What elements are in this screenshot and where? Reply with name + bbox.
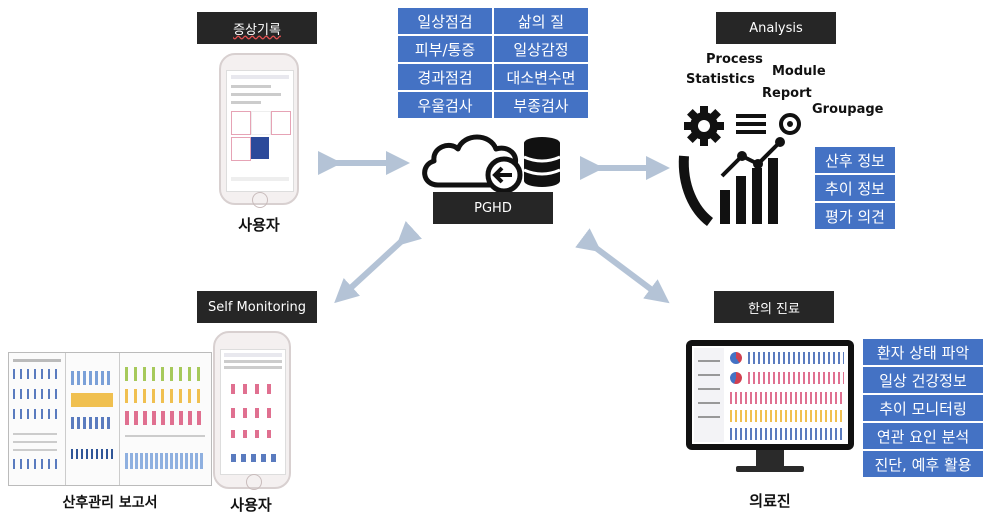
grid-item-1: 일상점검 bbox=[397, 7, 493, 35]
report-caption: 산후관리 보고서 bbox=[62, 495, 158, 511]
self-monitoring-label: Self Monitoring bbox=[197, 291, 317, 323]
term-process: Process bbox=[706, 52, 763, 67]
home-button bbox=[252, 192, 268, 208]
grid-item-4: 일상감정 bbox=[493, 35, 589, 63]
monitor-stand bbox=[756, 450, 784, 466]
clinic-item-4: 연관 요인 분석 bbox=[862, 422, 984, 450]
phone-screen bbox=[226, 70, 294, 192]
grid-item-2: 삶의 질 bbox=[493, 7, 589, 35]
analysis-label: Analysis bbox=[716, 12, 836, 44]
home-button-2 bbox=[246, 474, 262, 490]
analysis-item-2: 추이 정보 bbox=[814, 174, 896, 202]
phone-screen-2 bbox=[220, 349, 286, 475]
grid-item-5: 경과점검 bbox=[397, 63, 493, 91]
grid-item-8: 부종검사 bbox=[493, 91, 589, 119]
grid-item-3: 피부/통증 bbox=[397, 35, 493, 63]
monitor bbox=[686, 340, 854, 450]
clinic-label: 한의 진료 bbox=[714, 291, 834, 323]
term-statistics: Statistics bbox=[686, 72, 755, 87]
clinic-item-2: 일상 건강정보 bbox=[862, 366, 984, 394]
user-caption-top: 사용자 bbox=[238, 216, 280, 234]
analysis-item-1: 산후 정보 bbox=[814, 146, 896, 174]
arrow-cloud-clinic bbox=[575, 228, 670, 304]
term-groupage: Groupage bbox=[812, 102, 884, 117]
symptom-record-label: 증상기록 bbox=[197, 12, 317, 44]
clinic-item-5: 진단, 예후 활용 bbox=[862, 450, 984, 478]
clinic-item-3: 추이 모니터링 bbox=[862, 394, 984, 422]
clinician-caption: 의료진 bbox=[749, 492, 791, 510]
user-caption-bottom: 사용자 bbox=[230, 496, 272, 514]
pghd-label: PGHD bbox=[433, 192, 553, 224]
analysis-item-3: 평가 의견 bbox=[814, 202, 896, 230]
postpartum-report-thumbnail bbox=[8, 352, 212, 486]
monitor-screen bbox=[692, 346, 848, 444]
term-report: Report bbox=[762, 86, 812, 101]
phone-self-monitoring bbox=[213, 331, 291, 490]
analytics-icon bbox=[678, 106, 801, 226]
arrow-cloud-selfmon bbox=[334, 221, 422, 304]
clinic-item-1: 환자 상태 파악 bbox=[862, 338, 984, 366]
phone-symptom bbox=[219, 53, 299, 208]
cloud-database-icon bbox=[422, 134, 561, 194]
term-module: Module bbox=[772, 64, 826, 79]
grid-item-6: 대소변수면 bbox=[493, 63, 589, 91]
monitor-base bbox=[736, 466, 804, 472]
grid-item-7: 우울검사 bbox=[397, 91, 493, 119]
